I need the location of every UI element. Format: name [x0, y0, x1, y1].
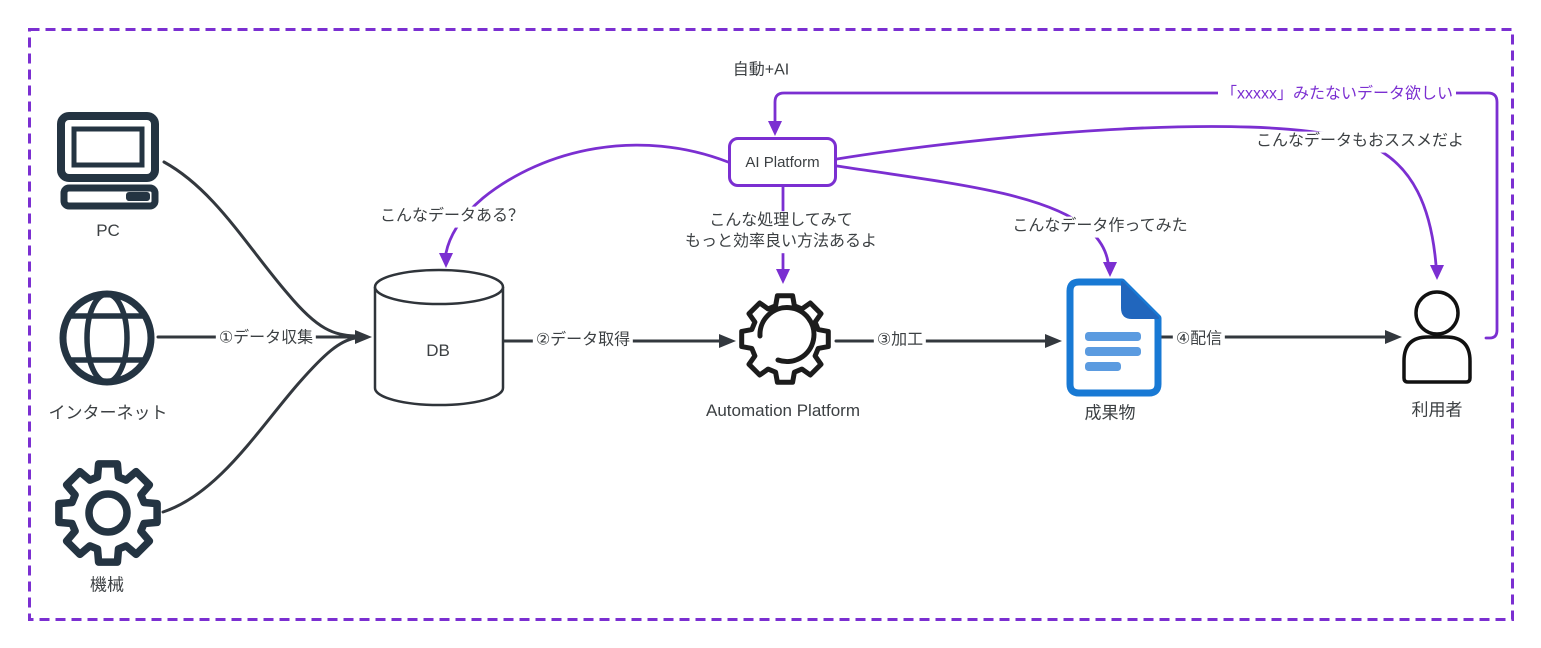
- edge-machine-to-db: [161, 336, 357, 514]
- pc-screen: [71, 126, 145, 168]
- person-body: [1402, 335, 1472, 384]
- node-label-automation-platform: Automation Platform: [705, 401, 861, 420]
- document-line-3: [1085, 362, 1121, 371]
- arrowhead-ai-deliverable: [1103, 262, 1117, 277]
- edge-label-process: ③加工: [873, 330, 927, 352]
- edge-label-suggest-line1: こんな処理してみて: [709, 212, 853, 230]
- edge-label-suggest-line2: もっと効率良い方法あるよ: [684, 233, 878, 250]
- node-label-db: DB: [426, 341, 450, 360]
- pc-base-slot: [126, 192, 150, 201]
- document-icon: [1066, 278, 1162, 397]
- db-top: [373, 268, 505, 306]
- database-icon: [373, 268, 505, 407]
- document-line-2: [1085, 347, 1141, 356]
- pc-icon: [57, 112, 159, 210]
- node-ai-platform: AI Platform: [728, 137, 837, 187]
- gear-icon: [55, 460, 161, 566]
- node-label-pc: PC: [96, 221, 120, 240]
- person-head: [1414, 290, 1460, 336]
- node-label-internet: インターネット: [48, 403, 168, 423]
- node-label-user: 利用者: [1411, 400, 1463, 420]
- edge-label-fetch: ②データ取得: [532, 330, 634, 352]
- db-body: [373, 287, 505, 407]
- arrowhead-into-automation: [719, 334, 736, 348]
- edge-label-auto-ai: 自動+AI: [732, 61, 790, 79]
- person-icon: [1402, 290, 1472, 384]
- arrowhead-into-ai: [768, 121, 782, 136]
- automation-gear-arc: [757, 305, 817, 365]
- edge-pc-to-db: [162, 160, 357, 338]
- arrowhead-ai-db: [439, 253, 453, 268]
- arrowhead-into-db: [355, 330, 372, 344]
- edge-ai-to-deliverable: [835, 164, 1110, 264]
- edge-label-deliver: ④配信: [1172, 329, 1226, 351]
- arrowhead-into-user: [1385, 330, 1402, 344]
- automation-gear-icon: [739, 293, 831, 385]
- machine-gear-hole: [85, 490, 131, 536]
- ai-edges: [444, 91, 1499, 340]
- edge-ai-to-user: [835, 125, 1438, 267]
- document-fold: [1121, 281, 1159, 319]
- arrowhead-into-deliverable: [1045, 334, 1062, 348]
- globe-icon: [59, 290, 155, 386]
- globe-meridian: [84, 291, 130, 385]
- edge-label-want-data: 「xxxxx」みたないデータ欲しい: [1217, 84, 1457, 106]
- node-label-machine: 機械: [90, 575, 124, 595]
- edge-user-to-ai: [773, 91, 1499, 340]
- document-line-1: [1085, 332, 1141, 341]
- edge-ai-to-db: [444, 143, 730, 255]
- arrowhead-ai-user: [1430, 265, 1444, 280]
- edge-label-recommend: こんなデータもおススメだよ: [1252, 131, 1468, 153]
- ai-arrowheads: [439, 121, 1444, 284]
- edge-label-made-data: こんなデータ作ってみた: [1009, 216, 1191, 238]
- node-label-deliverable: 成果物: [1084, 403, 1136, 423]
- arrowhead-ai-automation: [776, 269, 790, 284]
- edge-label-suggest: こんな処理してみて もっと効率良い方法あるよ: [681, 211, 881, 253]
- globe-circle: [59, 290, 155, 386]
- node-label-ai-platform: AI Platform: [745, 153, 820, 171]
- edge-label-collect: ①データ収集: [215, 328, 317, 350]
- edge-label-ask-db: こんなデータある？: [376, 206, 528, 228]
- flow-arrowheads: [355, 330, 1402, 348]
- dashed-border: [28, 28, 1514, 621]
